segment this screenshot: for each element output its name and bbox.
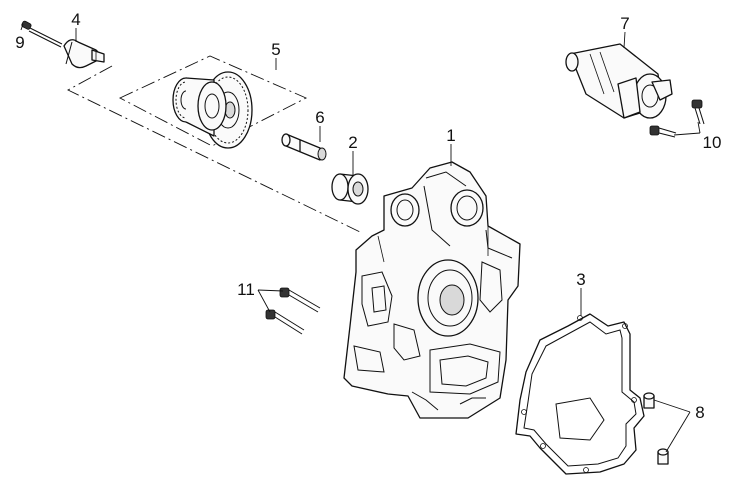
- callout-3: 3: [576, 270, 585, 289]
- callout-2: 2: [348, 133, 357, 152]
- alignment-guides: [67, 55, 361, 233]
- gear-subassembly-frame: [118, 55, 308, 147]
- gear-set-part-5: [172, 71, 253, 149]
- callout-7: 7: [620, 14, 629, 33]
- callout-4: 4: [71, 10, 80, 29]
- callouts: 1 2 3 4 5 6 7 8 9 10 11: [15, 10, 721, 422]
- callout-8: 8: [695, 403, 704, 422]
- screw-part-9: [21, 20, 63, 48]
- callout-10: 10: [703, 133, 722, 152]
- bearing-part-2: [331, 173, 369, 205]
- shaft-part-6: [281, 133, 327, 161]
- dowels-part-8: [643, 392, 669, 465]
- callout-6: 6: [315, 108, 324, 127]
- gasket-part-3: [515, 313, 645, 475]
- callout-1: 1: [446, 126, 455, 145]
- starter-motor-part-7: [565, 43, 673, 119]
- callout-5: 5: [271, 40, 280, 59]
- bolts-part-10: [649, 99, 705, 138]
- leader-lines: [20, 23, 701, 453]
- crankcase-part-1: [343, 161, 521, 419]
- lever-part-4: [63, 39, 105, 69]
- callout-11: 11: [237, 280, 255, 299]
- callout-9: 9: [15, 33, 24, 52]
- bolts-part-11: [265, 287, 321, 335]
